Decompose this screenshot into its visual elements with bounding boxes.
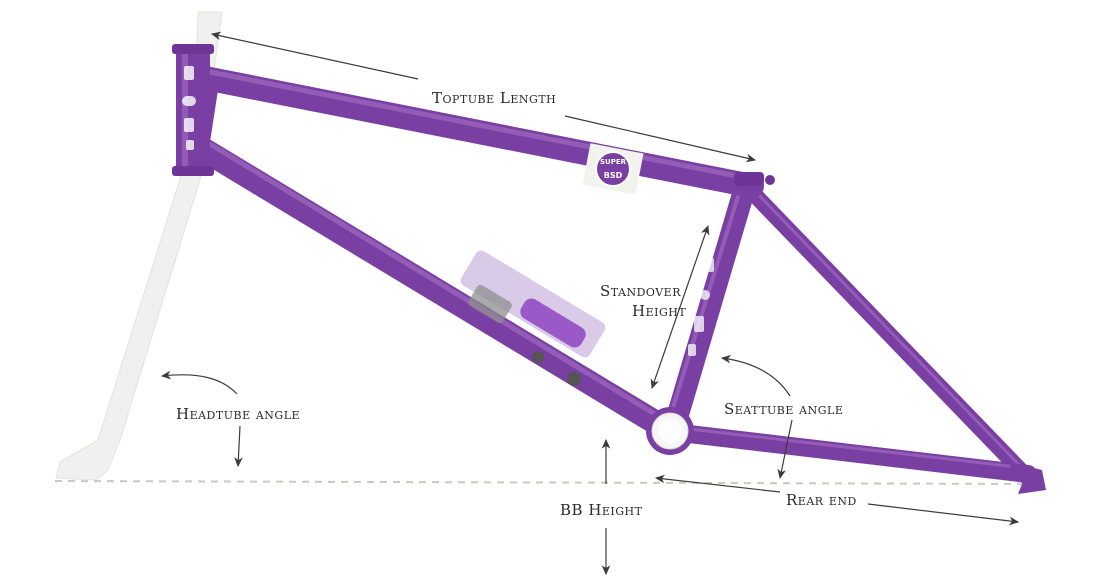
headtube-angle-label: Headtube angle (176, 405, 300, 423)
seatstay (742, 182, 1038, 488)
arrow-icon (564, 115, 757, 163)
seattube-angle-label: Seattube angle (724, 400, 843, 418)
toptube-length-annotation: Toptube Length (210, 31, 757, 163)
downtube-decal (460, 250, 606, 386)
head-tube (176, 46, 210, 174)
bmx-frame: SUPER BSD (172, 44, 1046, 494)
standover-height-annotation: Standover Height (600, 224, 710, 390)
arrow-icon (720, 354, 791, 397)
arrow-icon (160, 370, 238, 395)
toptube-length-label: Toptube Length (432, 89, 556, 107)
rear-dropout (1010, 462, 1046, 494)
arrow-icon (867, 503, 1020, 526)
headtube-decal (182, 66, 196, 150)
seattube-angle-annotation: Seattube angle (720, 354, 843, 480)
arrow-icon (650, 224, 710, 390)
bb-height-annotation: BB Height (560, 438, 643, 576)
seat-clamp (734, 172, 764, 186)
headtube-angle-annotation: Headtube angle (160, 370, 300, 468)
down-tube (184, 133, 680, 442)
badge-icon: SUPER BSD (582, 143, 644, 195)
arrow-icon (777, 419, 793, 480)
badge-text-bottom: BSD (604, 171, 623, 180)
chainstay (663, 423, 1037, 483)
badge-text-top: SUPER (600, 158, 627, 166)
arrow-icon (210, 31, 419, 80)
rear-end-annotation: Rear end (654, 474, 1020, 526)
standover-height-label-1: Standover (600, 282, 681, 300)
top-tube (193, 66, 764, 198)
bb-height-label: BB Height (560, 501, 643, 519)
arrow-icon (234, 425, 243, 468)
rear-end-label: Rear end (786, 491, 857, 509)
arrow-icon (654, 474, 781, 493)
ground-line (54, 480, 1041, 485)
standover-height-label-2: Height (632, 302, 686, 320)
